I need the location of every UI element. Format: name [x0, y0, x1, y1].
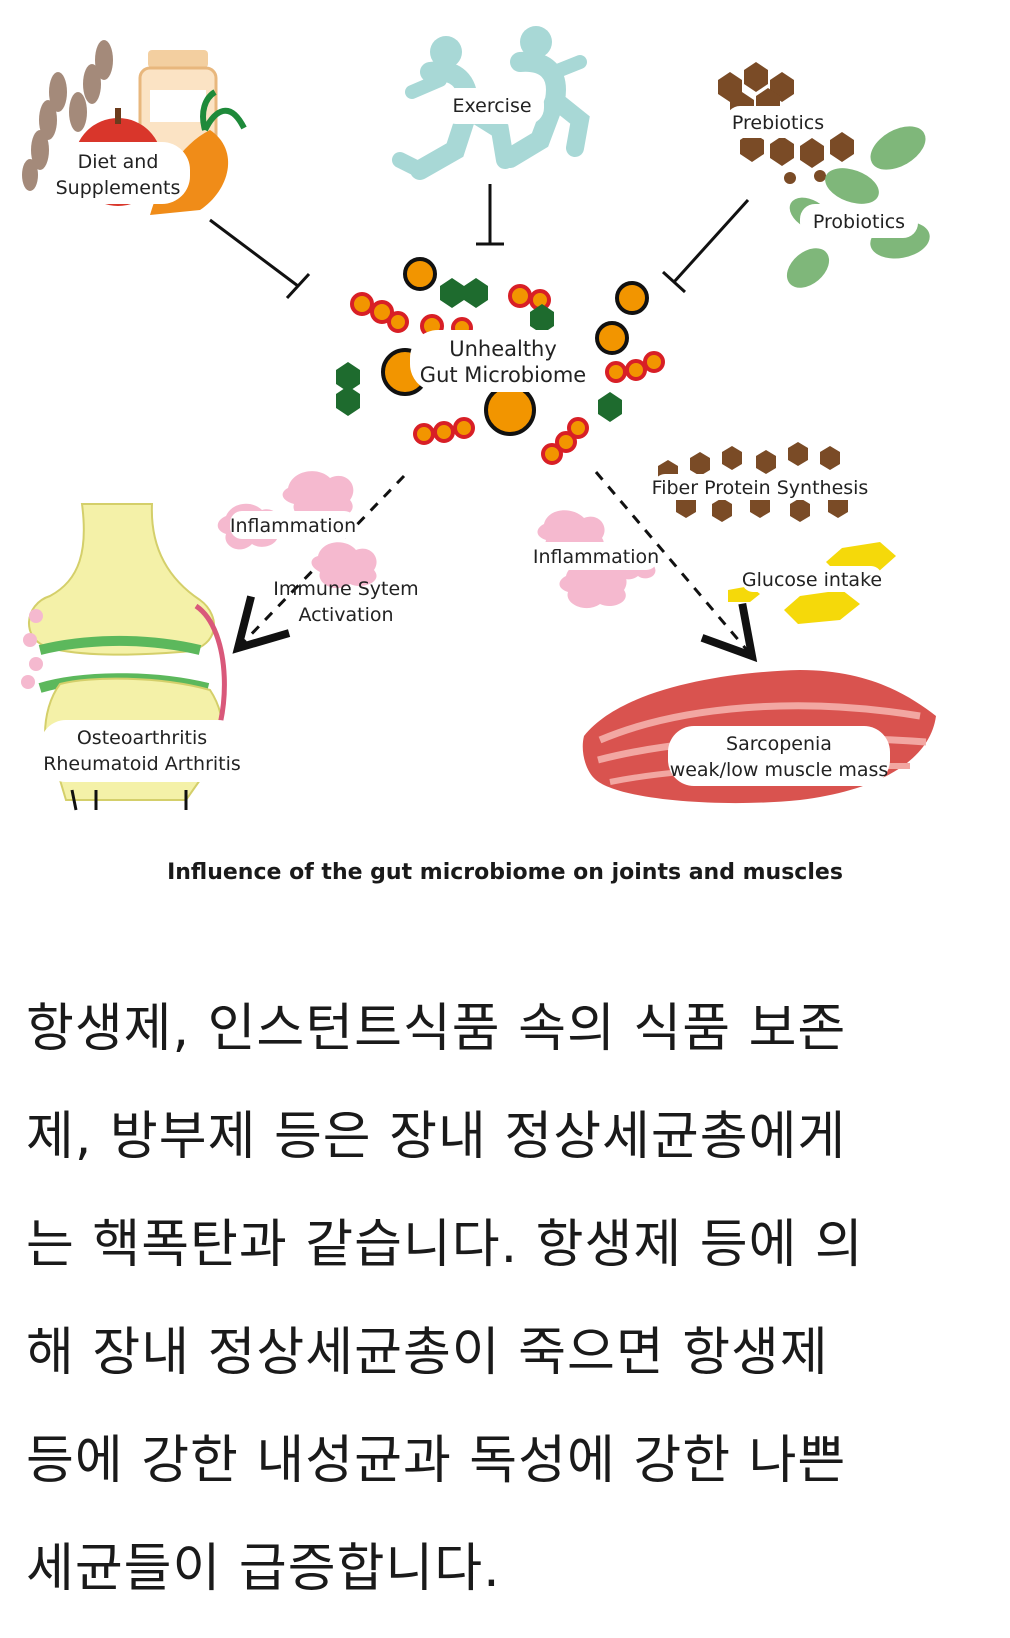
microbiome-label-line2: Gut Microbiome: [420, 363, 586, 387]
immune-label-line2: Activation: [298, 604, 393, 626]
body-text-line: 항생제, 인스턴트식품 속의 식품 보존: [26, 999, 847, 1059]
fiber-label: Fiber Protein Synthesis: [652, 477, 869, 499]
arrow-to-muscle: [594, 471, 758, 663]
inflammation-left-label: Inflammation: [230, 515, 356, 537]
inflammation-right-label: Inflammation: [533, 546, 659, 568]
glucose-label: Glucose intake: [742, 569, 882, 591]
sarcopenia-label-line1: Sarcopenia: [726, 733, 832, 755]
body-text-line: 는 핵폭탄과 같습니다. 항생제 등에 의: [26, 1215, 864, 1275]
body-text-line: 세균들이 급증합니다.: [26, 1539, 501, 1599]
diet-inhibit-bar: [285, 272, 311, 300]
gut-microbiome-diagram: Diet and Supplements Exercise: [21, 26, 936, 811]
joint-label-line1: Osteoarthritis: [77, 727, 207, 749]
body-text-line: 제, 방부제 등은 장내 정상세균총에게: [26, 1107, 847, 1167]
exercise-label: Exercise: [452, 95, 531, 117]
gut-microbiome-cluster: Unhealthy Gut Microbiome: [336, 257, 665, 465]
probiotics-label: Probiotics: [813, 211, 905, 233]
diagram-caption: Influence of the gut microbiome on joint…: [167, 860, 843, 885]
joint-label-line2: Rheumatoid Arthritis: [43, 753, 241, 775]
biotics-inhibit-bar: [661, 270, 687, 294]
diet-inhibit-line: [209, 218, 299, 288]
sarcopenia-label-line2: weak/low muscle mass: [670, 759, 889, 781]
joint-illustration: Osteoarthritis Rheumatoid Arthritis: [21, 503, 244, 811]
diet-label-line1: Diet and: [78, 151, 159, 173]
muscle-illustration: Sarcopenia weak/low muscle mass: [582, 670, 936, 804]
diet-label-line2: Supplements: [56, 177, 181, 199]
microbiome-label-line1: Unhealthy: [449, 337, 557, 361]
immune-label-line1: Immune Sytem: [273, 578, 418, 600]
prebiotics-label: Prebiotics: [732, 112, 824, 134]
diet-supplements-illustration: Diet and Supplements: [22, 40, 247, 215]
article-body-text: 항생제, 인스턴트식품 속의 식품 보존 제, 방부제 등은 장내 정상세균총에…: [26, 975, 986, 1623]
fiber-protein-illustration: [658, 442, 848, 522]
body-text-line: 해 장내 정상세균총이 죽으면 항생제: [26, 1323, 829, 1383]
biotics-inhibit-line: [672, 198, 750, 284]
body-text-line: 등에 강한 내성균과 독성에 강한 나쁜: [26, 1431, 847, 1491]
